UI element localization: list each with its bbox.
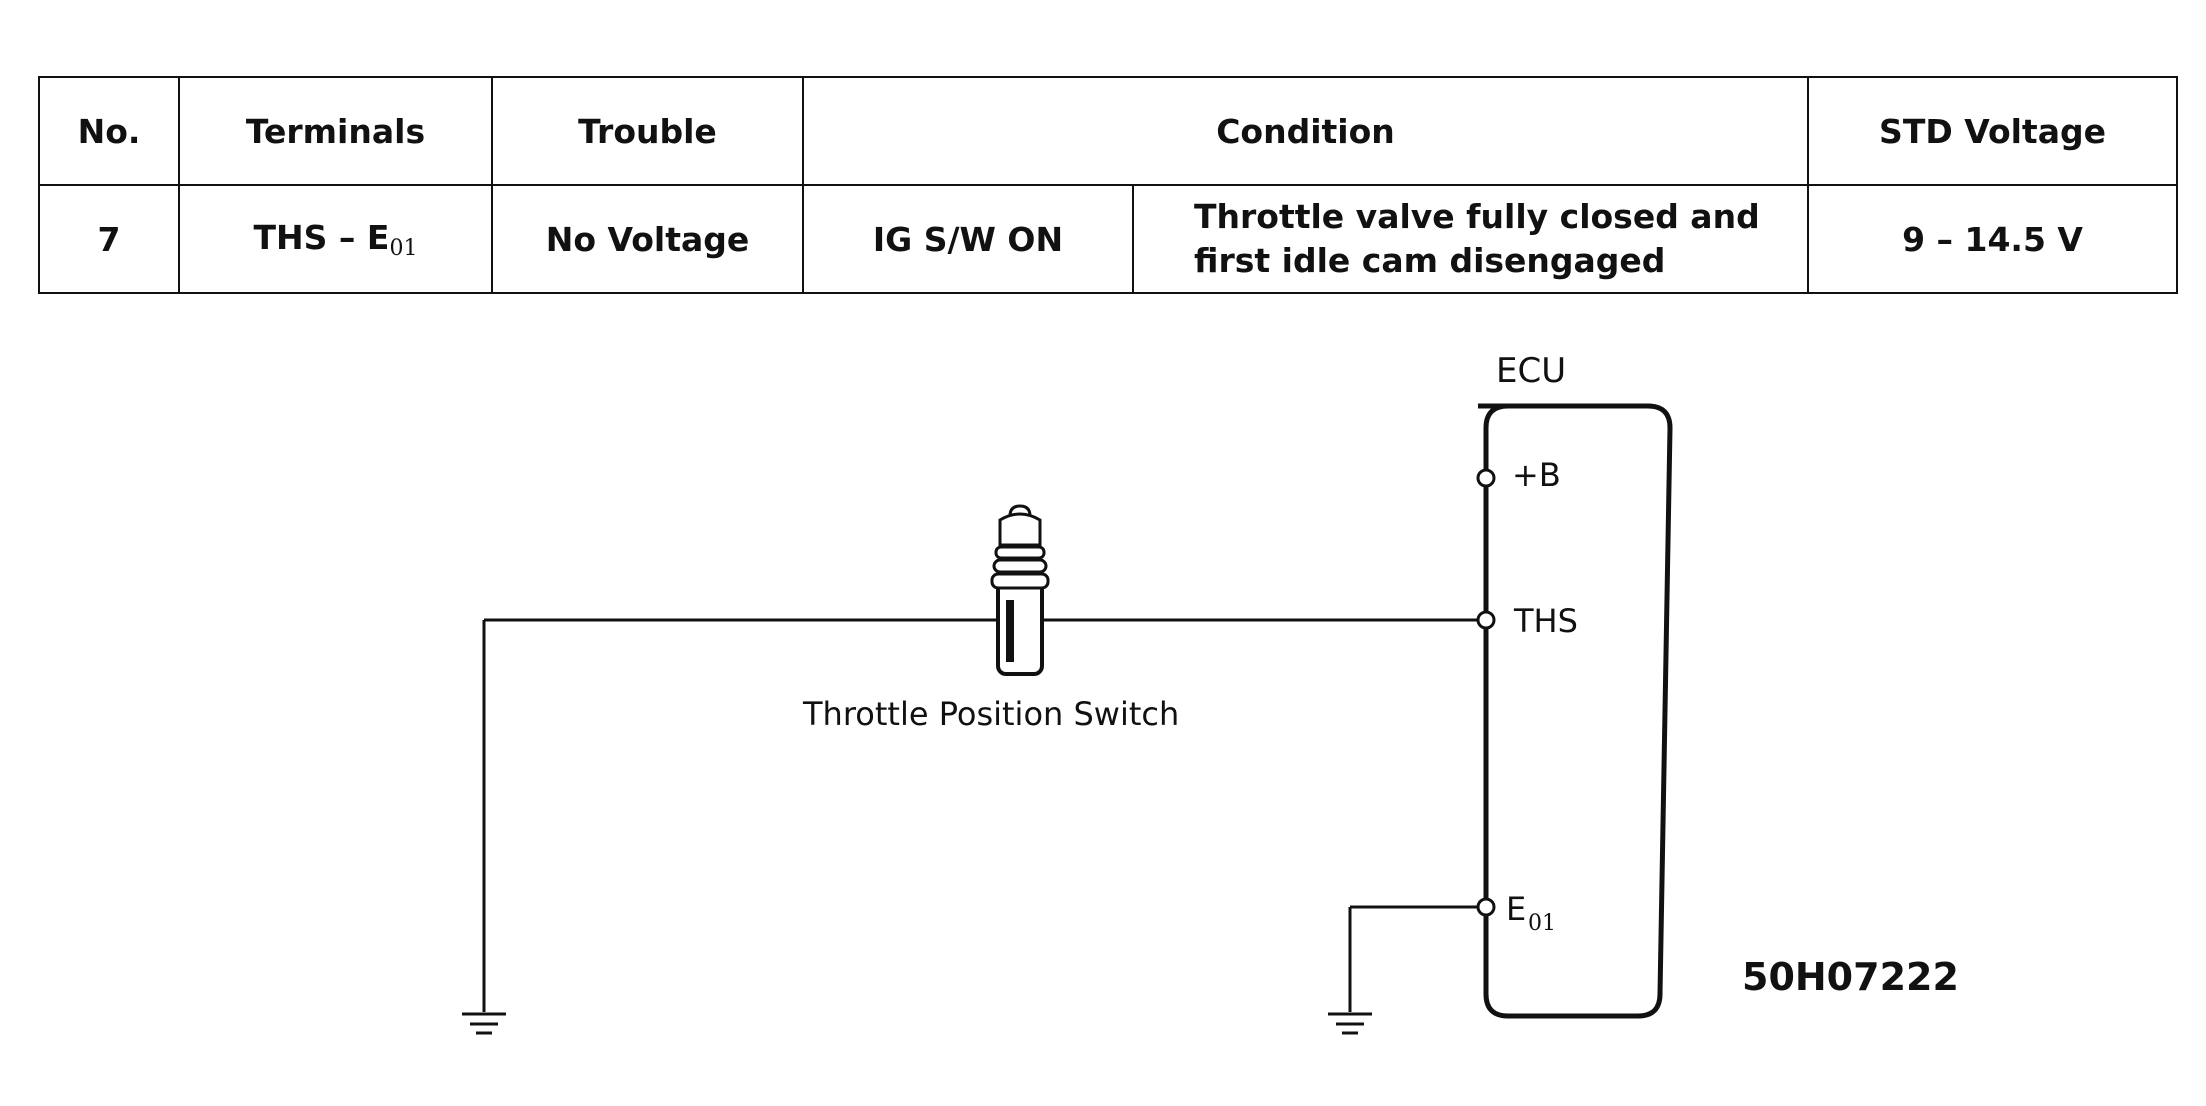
condition-line-2: first idle cam disengaged xyxy=(1194,241,1666,280)
terminal-e01-node xyxy=(1476,897,1496,917)
spec-table: No. Terminals Trouble Condition STD Volt… xyxy=(38,76,2179,294)
terminals-main: THS – E xyxy=(253,217,390,257)
condition-line-1: Throttle valve fully closed and xyxy=(1194,197,1760,236)
ground-icon-right xyxy=(1328,1012,1372,1035)
terminal-b-label: +B xyxy=(1512,456,1561,494)
terminal-e01-subscript: 01 xyxy=(1528,911,1556,936)
table-header-row: No. Terminals Trouble Condition STD Volt… xyxy=(38,76,2179,186)
terminal-ths-node xyxy=(1476,610,1496,630)
throttle-position-switch-icon xyxy=(990,504,1050,676)
cell-terminals: THS – E01 xyxy=(178,184,493,294)
terminal-b-node xyxy=(1476,468,1496,488)
ecu-box xyxy=(1478,403,1673,1019)
ecu-corner xyxy=(1483,403,1509,429)
header-terminals: Terminals xyxy=(178,76,493,186)
switch-label: Throttle Position Switch xyxy=(802,695,1179,733)
header-std-voltage: STD Voltage xyxy=(1807,76,2179,186)
table-row: 7 THS – E01 No Voltage IG S/W ON Throttl… xyxy=(38,184,2179,294)
header-no: No. xyxy=(38,76,180,186)
terminal-ths-label: THS xyxy=(1513,602,1578,640)
figure-code: 50H07222 xyxy=(1742,955,1959,999)
cell-no: 7 xyxy=(38,184,180,294)
cell-condition-switch: IG S/W ON xyxy=(802,184,1134,294)
header-condition: Condition xyxy=(801,76,1810,186)
terminals-subscript: 01 xyxy=(389,235,418,261)
header-trouble: Trouble xyxy=(491,76,804,186)
cell-trouble: No Voltage xyxy=(491,184,804,294)
ecu-label: ECU xyxy=(1496,351,1566,391)
cell-std-voltage: 9 – 14.5 V xyxy=(1807,184,2179,294)
ground-icon-left xyxy=(462,1012,506,1035)
cell-condition-detail: Throttle valve fully closed and first idl… xyxy=(1131,184,1810,294)
terminal-e01-label: E xyxy=(1506,890,1526,928)
